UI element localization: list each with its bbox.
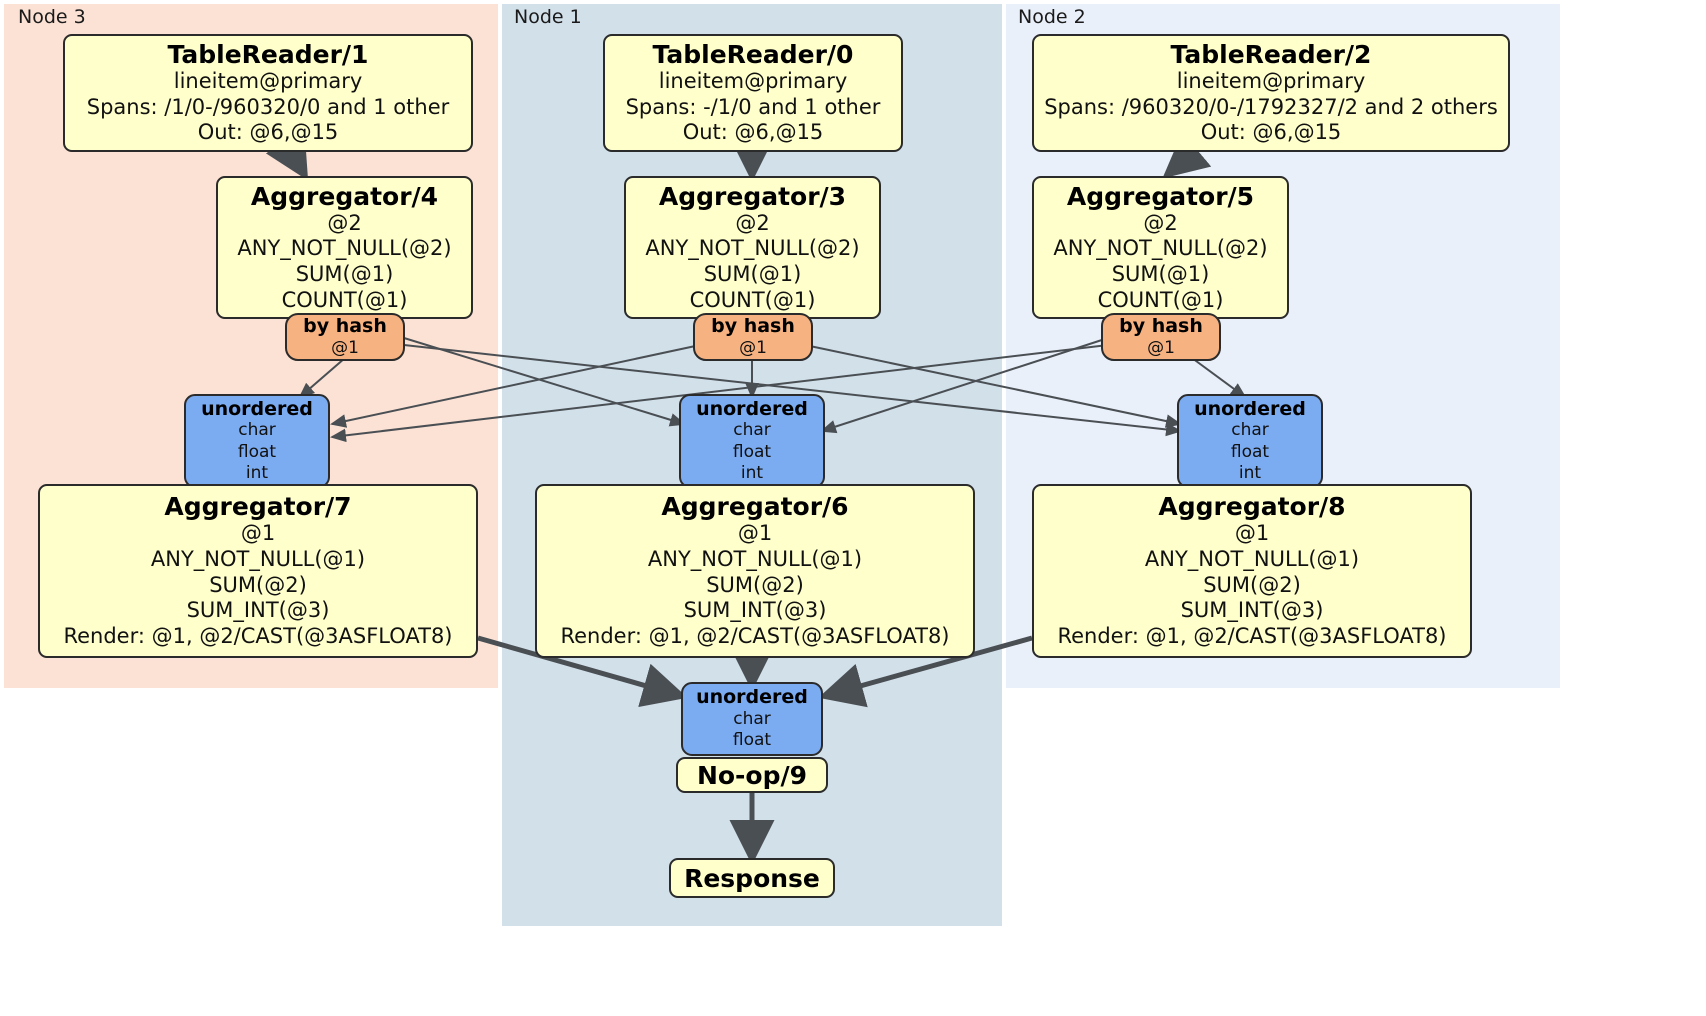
processor-detail: SUM(@2) xyxy=(1203,572,1301,597)
processor-render: Render: @1, @2/CAST(@3ASFLOAT8) xyxy=(63,623,453,648)
synchronizer-title: unordered xyxy=(696,397,808,420)
processor-detail: Out: @6,@15 xyxy=(682,120,824,145)
router-title: by hash xyxy=(1119,315,1203,338)
processor-detail: COUNT(@1) xyxy=(689,287,816,312)
processor-noop-9[interactable]: No-op/9 xyxy=(676,757,828,793)
processor-aggregator-3[interactable]: Aggregator/3 @2 ANY_NOT_NULL(@2) SUM(@1)… xyxy=(624,176,881,319)
processor-title: No-op/9 xyxy=(696,760,808,790)
processor-detail: Spans: -/1/0 and 1 other xyxy=(625,94,881,119)
processor-aggregator-4[interactable]: Aggregator/4 @2 ANY_NOT_NULL(@2) SUM(@1)… xyxy=(216,176,473,319)
synchronizer-unordered-final[interactable]: unordered char float xyxy=(681,682,823,756)
node-label-node3: Node 3 xyxy=(18,6,86,28)
synchronizer-type: int xyxy=(245,462,269,483)
synchronizer-type: char xyxy=(733,708,771,729)
processor-aggregator-8[interactable]: Aggregator/8 @1 ANY_NOT_NULL(@1) SUM(@2)… xyxy=(1032,484,1472,658)
synchronizer-type: int xyxy=(740,462,764,483)
processor-detail: SUM(@1) xyxy=(1111,262,1210,286)
processor-detail: SUM_INT(@3) xyxy=(1180,598,1324,623)
processor-detail: lineitem@primary xyxy=(173,69,363,94)
router-title: by hash xyxy=(711,315,795,338)
processor-detail: SUM(@1) xyxy=(703,262,802,286)
processor-detail: SUM(@2) xyxy=(706,572,804,597)
node-label-node2: Node 2 xyxy=(1018,6,1086,28)
processor-aggregator-5[interactable]: Aggregator/5 @2 ANY_NOT_NULL(@2) SUM(@1)… xyxy=(1032,176,1289,319)
synchronizer-type: char xyxy=(1231,420,1269,441)
processor-detail: Out: @6,@15 xyxy=(1200,120,1342,145)
processor-aggregator-7[interactable]: Aggregator/7 @1 ANY_NOT_NULL(@1) SUM(@2)… xyxy=(38,484,478,658)
synchronizer-type: float xyxy=(1230,441,1270,462)
router-by-hash-center[interactable]: by hash @1 xyxy=(693,313,813,361)
processor-detail: lineitem@primary xyxy=(1176,69,1366,94)
processor-render: Render: @1, @2/CAST(@3ASFLOAT8) xyxy=(560,623,950,648)
synchronizer-type: float xyxy=(237,441,277,462)
synchronizer-unordered-center[interactable]: unordered char float int xyxy=(679,394,825,488)
router-detail: @1 xyxy=(331,337,359,358)
synchronizer-title: unordered xyxy=(201,397,313,420)
synchronizer-type: char xyxy=(733,420,771,441)
processor-tablereader-0[interactable]: TableReader/0 lineitem@primary Spans: -/… xyxy=(603,34,903,152)
synchronizer-title: unordered xyxy=(696,686,808,709)
processor-title: Aggregator/3 xyxy=(658,181,847,211)
node-label-node1: Node 1 xyxy=(514,6,582,28)
synchronizer-type: int xyxy=(1238,462,1262,483)
processor-detail: @1 xyxy=(737,521,773,546)
processor-detail: @2 xyxy=(1143,210,1178,235)
router-title: by hash xyxy=(303,315,387,338)
processor-title: Aggregator/5 xyxy=(1066,181,1255,211)
router-by-hash-right[interactable]: by hash @1 xyxy=(1101,313,1221,361)
processor-detail: Spans: /960320/0-/1792327/2 and 2 others xyxy=(1044,94,1498,119)
synchronizer-type: float xyxy=(732,730,772,751)
processor-detail: @2 xyxy=(327,210,362,235)
processor-detail: @2 xyxy=(735,210,770,235)
processor-detail: ANY_NOT_NULL(@1) xyxy=(1144,547,1360,572)
synchronizer-type: char xyxy=(238,420,276,441)
processor-detail: ANY_NOT_NULL(@2) xyxy=(1053,236,1268,261)
processor-detail: ANY_NOT_NULL(@1) xyxy=(647,547,863,572)
processor-detail: ANY_NOT_NULL(@2) xyxy=(645,236,860,261)
processor-detail: SUM(@1) xyxy=(295,262,394,286)
processor-detail: @1 xyxy=(1234,521,1270,546)
processor-tablereader-1[interactable]: TableReader/1 lineitem@primary Spans: /1… xyxy=(63,34,473,152)
processor-title: TableReader/1 xyxy=(167,40,369,70)
router-by-hash-left[interactable]: by hash @1 xyxy=(285,313,405,361)
processor-title: TableReader/2 xyxy=(1170,40,1372,70)
synchronizer-title: unordered xyxy=(1194,397,1306,420)
router-detail: @1 xyxy=(739,337,767,358)
synchronizer-unordered-left[interactable]: unordered char float int xyxy=(184,394,330,488)
processor-detail: ANY_NOT_NULL(@2) xyxy=(237,236,452,261)
processor-title: Aggregator/8 xyxy=(1158,492,1346,522)
processor-detail: SUM_INT(@3) xyxy=(683,598,827,623)
processor-response[interactable]: Response xyxy=(669,858,835,898)
processor-aggregator-6[interactable]: Aggregator/6 @1 ANY_NOT_NULL(@1) SUM(@2)… xyxy=(535,484,975,658)
processor-detail: Out: @6,@15 xyxy=(197,120,339,145)
synchronizer-type: float xyxy=(732,441,772,462)
processor-title: TableReader/0 xyxy=(652,40,854,70)
processor-detail: @1 xyxy=(240,521,276,546)
processor-title: Response xyxy=(684,863,820,893)
processor-detail: ANY_NOT_NULL(@1) xyxy=(150,547,366,572)
processor-title: Aggregator/6 xyxy=(661,492,849,522)
processor-detail: COUNT(@1) xyxy=(281,287,408,312)
processor-detail: Spans: /1/0-/960320/0 and 1 other xyxy=(86,94,450,119)
processor-render: Render: @1, @2/CAST(@3ASFLOAT8) xyxy=(1057,623,1447,648)
processor-title: Aggregator/4 xyxy=(250,181,439,211)
processor-detail: lineitem@primary xyxy=(658,69,848,94)
processor-detail: SUM_INT(@3) xyxy=(186,598,330,623)
processor-detail: COUNT(@1) xyxy=(1097,287,1224,312)
router-detail: @1 xyxy=(1147,337,1175,358)
processor-detail: SUM(@2) xyxy=(209,572,307,597)
processor-tablereader-2[interactable]: TableReader/2 lineitem@primary Spans: /9… xyxy=(1032,34,1510,152)
processor-title: Aggregator/7 xyxy=(164,492,352,522)
synchronizer-unordered-right[interactable]: unordered char float int xyxy=(1177,394,1323,488)
